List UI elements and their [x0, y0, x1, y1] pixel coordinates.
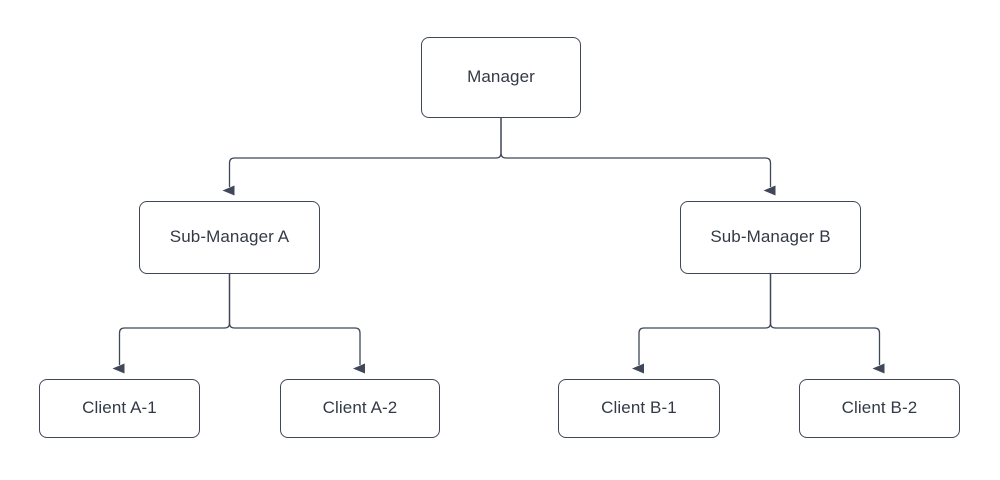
node-client-a-2-label: Client A-2 [322, 398, 398, 418]
node-sub-manager-a-label: Sub-Manager A [169, 227, 290, 247]
node-sub-manager-b-label: Sub-Manager B [710, 227, 831, 247]
node-sub-manager-b[interactable]: Sub-Manager B [680, 201, 861, 274]
node-manager[interactable]: Manager [421, 37, 581, 118]
edge-sub-manager-a-to-client-a-1 [112, 274, 231, 374]
edge-sub-manager-a-to-client-a-2 [228, 274, 365, 374]
edge-manager-to-sub-manager-b [500, 118, 776, 196]
node-client-a-2[interactable]: Client A-2 [280, 379, 440, 438]
edge-sub-manager-b-to-client-b-2 [769, 274, 885, 374]
node-client-b-2-label: Client B-2 [841, 398, 918, 418]
edge-sub-manager-b-to-client-b-1 [632, 274, 772, 374]
node-client-b-1-label: Client B-1 [601, 398, 677, 418]
node-client-b-1[interactable]: Client B-1 [558, 379, 720, 438]
node-client-a-1-label: Client A-1 [82, 398, 157, 418]
node-client-a-1[interactable]: Client A-1 [39, 379, 200, 438]
node-manager-label: Manager [467, 67, 535, 87]
node-client-b-2[interactable]: Client B-2 [799, 379, 960, 438]
edge-manager-to-sub-manager-a [222, 118, 502, 196]
node-sub-manager-a[interactable]: Sub-Manager A [139, 201, 320, 274]
